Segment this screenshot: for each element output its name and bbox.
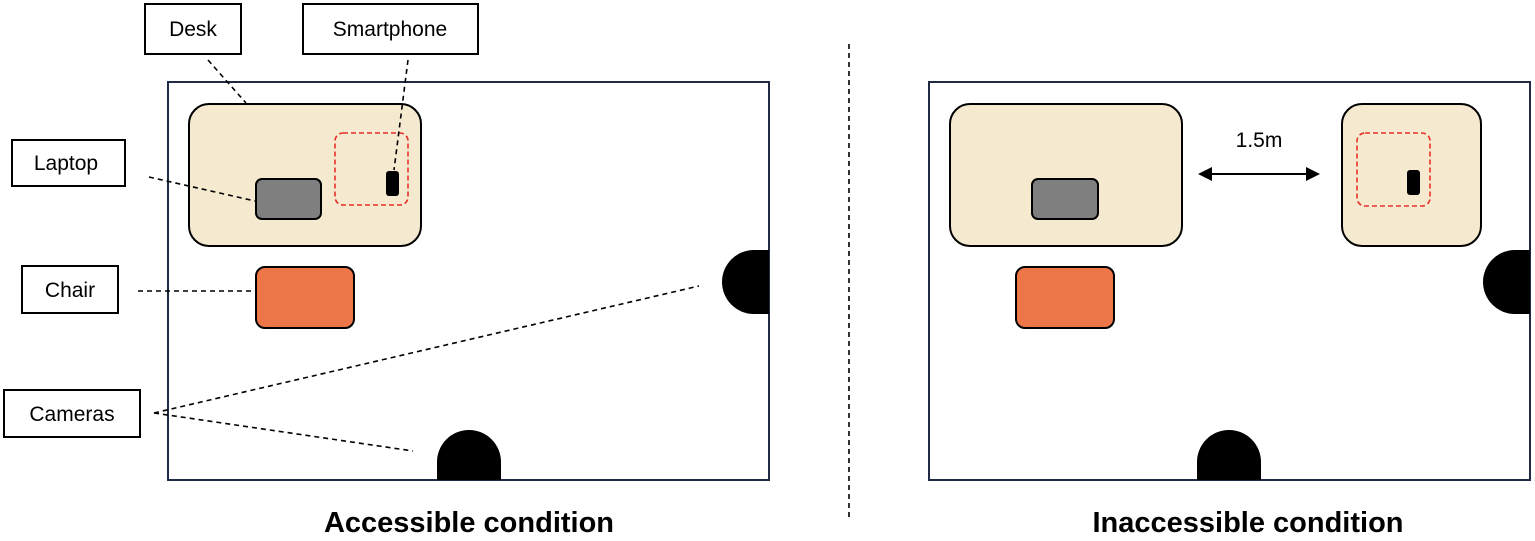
camera-bottom-wall bbox=[1197, 430, 1261, 480]
distance-arrowhead-right bbox=[1306, 167, 1320, 181]
camera-right-wall bbox=[1483, 250, 1530, 314]
laptop-leader-line bbox=[148, 176, 256, 202]
camera-right-wall bbox=[722, 250, 769, 314]
smartphone-leader-line bbox=[393, 59, 409, 171]
smartphone-label-text: Smartphone bbox=[333, 18, 447, 41]
laptop bbox=[1031, 178, 1099, 220]
cameras-label: Cameras bbox=[3, 389, 141, 438]
inaccessible-condition-panel: 1.5m Inaccessible condition bbox=[928, 81, 1531, 539]
laptop bbox=[255, 178, 322, 220]
smartphone-label-box bbox=[302, 3, 479, 55]
desk bbox=[188, 103, 422, 247]
distance-arrowhead-left bbox=[1198, 167, 1212, 181]
distance-label: 1.5m bbox=[1236, 129, 1283, 152]
cameras-label-text: Cameras bbox=[29, 403, 114, 426]
desk-label-text: Desk bbox=[169, 18, 217, 41]
cameras-label-box bbox=[3, 389, 141, 438]
smartphone bbox=[386, 171, 399, 196]
smartphone bbox=[1407, 170, 1420, 195]
desk-label: Desk bbox=[144, 3, 242, 55]
distance-arrow bbox=[1198, 167, 1320, 181]
desk bbox=[949, 103, 1183, 247]
accessible-condition-panel: Desk Smartphone Laptop Chair Cameras Acc… bbox=[3, 3, 770, 539]
cameras-leader-line-right bbox=[153, 285, 700, 414]
camera-bottom-wall bbox=[437, 430, 501, 480]
chair-label-box bbox=[21, 265, 119, 314]
smartphone-highlight-box bbox=[1356, 132, 1431, 207]
smartphone-highlight-box bbox=[334, 132, 409, 206]
cameras-leader-line-bottom bbox=[153, 412, 414, 452]
laptop-label-box bbox=[11, 139, 126, 187]
smartphone-label: Smartphone bbox=[302, 3, 479, 55]
desk-leader-line bbox=[207, 59, 247, 104]
chair bbox=[1015, 266, 1115, 329]
chair-label: Chair bbox=[21, 265, 119, 314]
laptop-label: Laptop bbox=[11, 139, 126, 187]
accessible-condition-caption: Accessible condition bbox=[324, 507, 614, 539]
laptop-label-text: Laptop bbox=[34, 152, 98, 175]
inaccessible-condition-caption: Inaccessible condition bbox=[1092, 507, 1403, 539]
chair-label-text: Chair bbox=[45, 279, 95, 302]
desk-label-box bbox=[144, 3, 242, 55]
chair bbox=[255, 266, 355, 329]
